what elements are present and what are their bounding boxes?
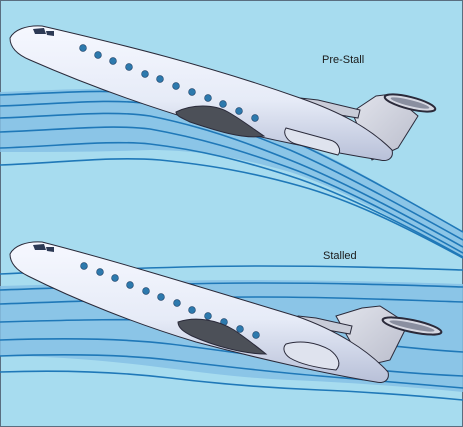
cabin-window — [204, 312, 212, 320]
cockpit-window — [46, 31, 54, 36]
stalled-streamline — [0, 296, 463, 305]
cabin-windows — [79, 44, 259, 122]
engine-nacelle — [283, 341, 340, 371]
tail-tip-inner — [390, 97, 430, 109]
cabin-window — [96, 268, 104, 276]
cabin-window — [156, 75, 164, 83]
cabin-window — [126, 281, 134, 289]
cockpit-window — [46, 247, 54, 252]
pre-stall-streamline — [0, 126, 463, 254]
cabin-window — [80, 262, 88, 270]
stalled-panel: Stalled — [0, 241, 463, 401]
cabin-window — [252, 331, 260, 339]
stalled-streamline — [0, 338, 463, 377]
cabin-window — [172, 82, 180, 90]
cabin-window — [157, 293, 165, 301]
cabin-windows — [80, 262, 260, 339]
cabin-window — [188, 306, 196, 314]
pre-stall-streamline — [0, 141, 463, 258]
cabin-window — [109, 57, 117, 65]
wing — [177, 318, 268, 355]
cabin-window — [236, 325, 244, 333]
cockpit-window — [33, 28, 46, 34]
pre-stall-panel: Pre-Stall — [0, 25, 463, 259]
cabin-window — [141, 70, 149, 78]
cabin-window — [111, 274, 119, 282]
cabin-window — [188, 88, 196, 96]
tail-tip-inner — [389, 320, 435, 332]
cabin-window — [235, 107, 243, 115]
pre-stall-airflow-band — [0, 88, 463, 258]
cockpit-window — [33, 244, 46, 250]
cabin-window — [125, 63, 133, 71]
pre-stall-streamline — [0, 112, 463, 248]
stalled-streamline — [0, 354, 463, 389]
pre-stall-streamline — [0, 157, 463, 259]
stalled-streamline — [0, 370, 463, 401]
engine-nacelle — [284, 127, 341, 156]
cabin-window — [204, 94, 212, 102]
cabin-window — [251, 114, 259, 122]
stalled-label: Stalled — [323, 250, 357, 262]
cabin-window — [79, 44, 87, 52]
cabin-window — [142, 287, 150, 295]
pre-stall-airplane — [9, 25, 437, 161]
wing — [175, 105, 266, 138]
cabin-window — [173, 299, 181, 307]
pre-stall-label: Pre-Stall — [322, 54, 364, 66]
cabin-window — [219, 100, 227, 108]
stalled-airplane — [9, 241, 443, 383]
fuselage — [9, 25, 393, 161]
cabin-window — [94, 51, 102, 59]
